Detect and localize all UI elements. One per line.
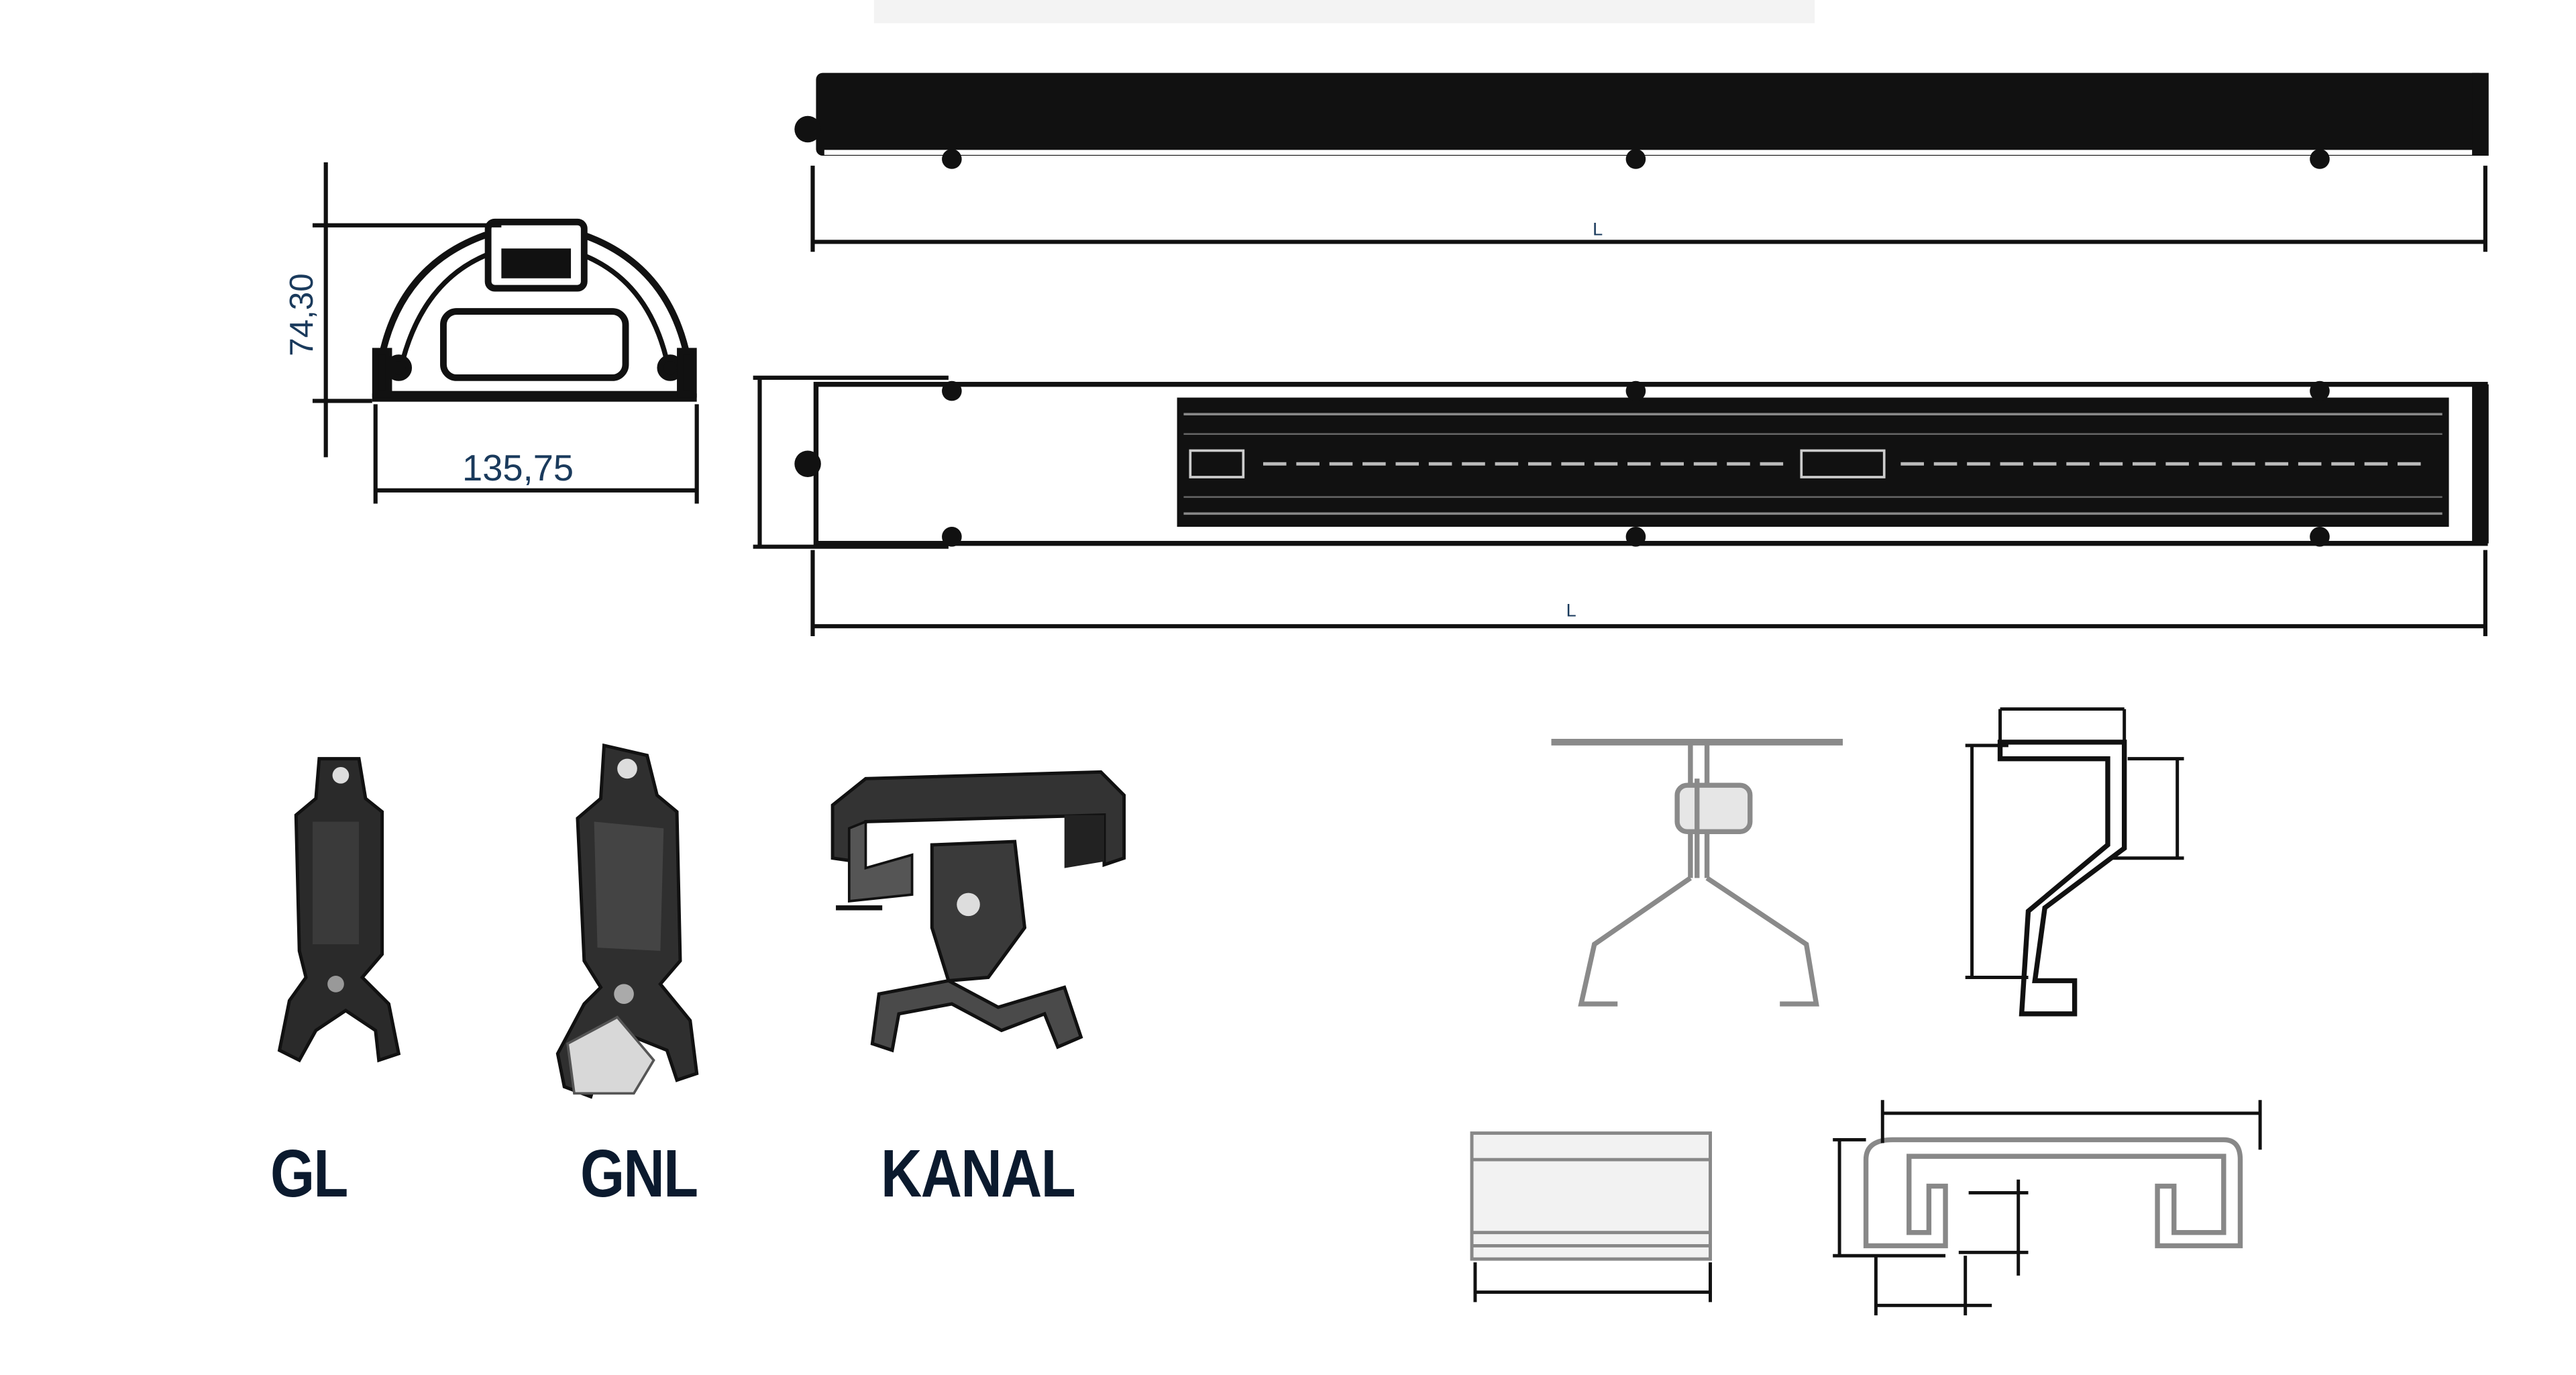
flat-plate-dimension	[1473, 1262, 1712, 1303]
z-profile-bracket	[1965, 707, 2184, 1017]
ceiling-hook-bracket	[1551, 739, 1843, 1007]
top-band	[873, 0, 1815, 23]
dimension-height	[312, 162, 502, 458]
mount-label-kanal: KANAL	[881, 1136, 1076, 1211]
mount-label-gl: GL	[270, 1136, 348, 1211]
gl-mount-icon	[277, 757, 401, 1063]
kanal-mount-icon	[830, 770, 1126, 1053]
dimension-length-top-label: L	[1593, 219, 1603, 240]
flat-plate-bracket	[1470, 1131, 1712, 1261]
dimension-width-label: 135,75	[462, 448, 574, 489]
channel-clip-dimensions	[1833, 1100, 2262, 1316]
dimension-length-top	[810, 165, 2487, 252]
channel-clip-bracket	[1863, 1137, 2243, 1249]
dimension-length-bottom-label: L	[1566, 599, 1576, 620]
dimension-height-side	[753, 375, 949, 549]
dimension-height-label: 74,30	[283, 273, 320, 356]
dimension-length-bottom	[810, 550, 2487, 636]
gnl-mount-icon	[555, 743, 699, 1099]
luminaire-top-view	[794, 72, 2489, 169]
dimension-width	[373, 404, 699, 504]
cross-section-profile	[372, 218, 697, 402]
mount-label-gnl: GNL	[580, 1136, 698, 1211]
luminaire-side-view	[794, 380, 2489, 547]
